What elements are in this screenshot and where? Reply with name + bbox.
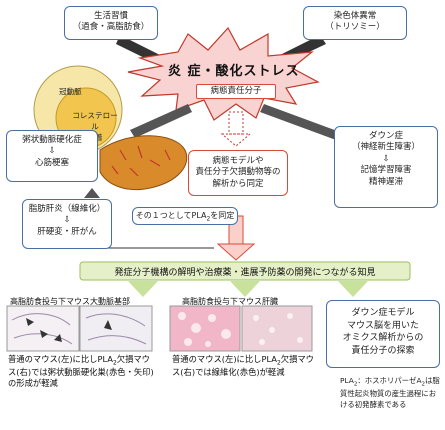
pla2-footnote: PLA2：ホスホリパーゼA2は脂質性起炎物質の産生過程における初発酵素である — [340, 376, 440, 411]
liver-caption-tail: 欠損マウス(右)では線維化(赤色)が軽減 — [172, 354, 314, 378]
arrow-liver-down — [84, 188, 100, 198]
pla2-subscript: 2 — [206, 215, 211, 223]
lifestyle-box: 生活習慣 （過食・高脂肪食） — [64, 6, 158, 40]
liver-shape — [99, 135, 188, 191]
liver-texture — [178, 312, 303, 347]
down-syndrome-box: ダウン症 （神経新生障害） ⇩ 記憶学習障害 精神遅滞 — [334, 126, 438, 208]
banner-arrow-3 — [338, 281, 368, 297]
atherosclerosis-box: 粥状動脈硬化症 ⇩ 心筋梗塞 — [6, 130, 98, 182]
fatty-liver-box: 脂肪肝炎（線維化） ⇩ 肝硬変・肝がん — [22, 199, 112, 249]
chromosome-box: 染色体異常 （トリソミー） — [303, 6, 407, 40]
pla2-suffix: を同定 — [210, 211, 235, 220]
dashed-arrow-head — [220, 133, 252, 147]
liver-caption-head: 普通のマウス(左)に比しPLA — [172, 354, 277, 364]
dashed-arrow-body — [228, 111, 244, 135]
liver-panel-title: 高脂肪食投与下マウス肝臓 — [182, 297, 278, 306]
fatty-liver-label: 脂肪肝炎（線維化） — [28, 204, 106, 214]
footnote-rest: は脂質性起炎物質の産生過程における初発酵素である — [340, 376, 440, 410]
aorta-caption-tail: 欠損マウス(右)では粥状動脈硬化巣(赤色・矢印)の形成が軽減 — [8, 354, 154, 389]
liver-image-knockout — [241, 305, 313, 352]
banner-bg — [79, 261, 411, 281]
myocardial-infarction-label: 心筋梗塞 — [34, 157, 69, 168]
aorta-caption-sub: 2 — [112, 359, 117, 367]
down-arrow-icon: ⇩ — [63, 215, 71, 226]
red-arrow-head — [216, 243, 256, 261]
model-analysis-box: 病態モデルや 責任分子欠損動物等の 解析から同定 — [188, 150, 288, 196]
arrow-to-down — [260, 104, 340, 140]
liver-cancer-label: 肝硬変・肝がん — [37, 226, 97, 237]
aorta-caption: 普通のマウス(左)に比しPLA2欠損マウス(右)では粥状動脈硬化巣(赤色・矢印)… — [8, 354, 158, 389]
liver-caption-sub: 2 — [276, 359, 281, 367]
aorta-image-knockout — [79, 305, 153, 352]
aorta-arrows — [26, 318, 112, 342]
down-syndrome-label: ダウン症 （神経新生障害） — [351, 131, 420, 153]
coronary-artery-label: 冠動脈 — [59, 87, 82, 96]
aorta-panel-title: 高脂肪食投与下マウス大動脈基部 — [10, 297, 130, 306]
learning-disorder-label: 記憶学習障害 精神遅滞 — [360, 165, 412, 187]
down-arrow-icon: ⇩ — [48, 146, 56, 157]
banner-arrow-1 — [128, 281, 158, 297]
footnote-head: PLA — [340, 376, 354, 385]
arrow-to-heart — [130, 104, 192, 138]
aorta-image-normal — [6, 305, 80, 352]
liver-caption: 普通のマウス(左)に比しPLA2欠損マウス(右)では線維化(赤色)が軽減 — [172, 354, 314, 378]
findings-banner: 発症分子機構の解明や治療薬・進展予防薬の開発につながる知見 — [114, 268, 376, 278]
inflammation-title: 炎 症・酸化ストレス — [168, 64, 300, 79]
down-arrow-icon: ⇩ — [382, 153, 390, 164]
pla2-identified-box: その１つとしてPLA2を同定 — [132, 207, 238, 225]
footnote-sub: 2 — [353, 381, 358, 388]
omics-analysis-box: ダウン症モデル マウス脳を用いた オミクス解析からの 責任分子の探索 — [326, 300, 440, 368]
bracket-left — [95, 230, 214, 249]
aorta-caption-head: 普通のマウス(左)に比しPLA — [8, 354, 113, 364]
footnote-tail: ：ホスホリパーゼA — [357, 376, 422, 385]
banner-arrow-2 — [230, 281, 260, 297]
pla2-label: その１つとしてPLA — [135, 211, 207, 220]
liver-marks — [111, 145, 171, 177]
atherosclerosis-label: 粥状動脈硬化症 — [22, 135, 82, 145]
pathogenic-molecule-box: 病態責任分子 — [196, 84, 276, 99]
footnote-sub2: 2 — [421, 381, 426, 388]
